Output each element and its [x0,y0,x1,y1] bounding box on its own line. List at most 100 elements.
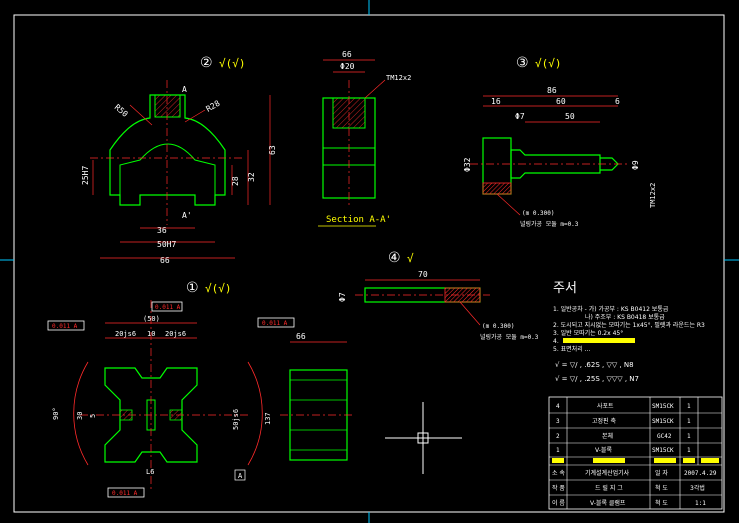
part-row-1-mat: SM15CK [652,403,674,410]
part-row-4-qty: 1 [687,447,691,454]
part-row-2-mat: SM15CK [652,418,674,425]
info-3a: 이 름 [552,499,565,507]
info-2a: 작 품 [552,485,565,492]
v3-dim-7: Φ7 [515,112,525,121]
note-4: 4. [553,338,559,345]
part-row-2-name: 고정핀 축 [592,417,616,425]
v4-dim-7: Φ7 [338,292,347,302]
dim-r50: R50 [113,103,130,119]
info-1d: 2007.4.29 [684,470,717,477]
section-a-a: 66 Φ20 TM12x2 Section A-A' [318,50,411,227]
v-block-side-view: 66 [280,332,355,461]
note-2: 2. 도시되고 지시없는 모따기는 1x45°, 필렛과 라운드는 R3 [553,321,705,329]
info-2d: 3각법 [690,484,705,492]
crosshair-cursor-icon [385,402,462,474]
part-row-1-qty: 1 [687,403,691,410]
dim-32: 32 [247,172,256,182]
info-2c: 척 도 [655,484,668,492]
v3-dim-6: 6 [615,97,620,106]
dim-25h7: 25H7 [81,166,90,185]
v3-dim-60: 60 [556,97,566,106]
v4-knurl-note-2: 널링가공 모듈 m=0.3 [480,333,539,341]
tol-bottom: 0.011 A [112,490,138,497]
info-1b: 기계설계산업기사 [585,469,630,477]
dim-66: 66 [160,256,170,265]
notes-title: 주서 [553,281,577,296]
note-4-highlight [563,338,635,343]
dim-50h7: 50H7 [157,240,176,249]
surface-finish-symbol: √(√) [219,57,246,70]
header-highlight-4 [683,458,695,463]
part-row-4-name: V-블록 [595,447,612,454]
header-highlight-2 [593,458,625,463]
part-row-3-no: 2 [556,433,560,440]
v4-dim-70: 70 [418,270,428,279]
header-highlight-3 [654,458,676,463]
dim-28: 28 [231,176,240,186]
v3-dim-9: Φ9 [631,160,640,170]
view-3-label: ③ [516,55,529,71]
title-block: 4 사포트 SM15CK 1 3 고정핀 축 SM15CK 1 2 본체 GC4… [548,396,723,510]
v1-dim-10: 10 [147,330,155,338]
note-1a: 1. 일반공차 - 가) 가공부 : KS B0412 보통급 [553,305,669,313]
part-row-2-no: 3 [556,418,560,425]
header-highlight-5 [701,458,719,463]
label-a: A [182,85,187,94]
side-dim-66: 66 [296,332,306,341]
header-highlight-1 [552,458,564,463]
v3-dim-32: Φ32 [463,157,472,172]
sec-dim-66: 66 [342,50,352,59]
svg-text:√(√): √(√) [219,57,246,70]
note-1b: 나) 주조부 : KS B0418 보통급 [585,313,665,321]
v3-dim-tm: TM12x2 [649,183,657,208]
notes-block: 주서 1. 일반공차 - 가) 가공부 : KS B0412 보통급 나) 주조… [553,281,705,383]
v1-dim-20b: 20js6 [165,330,186,338]
v1-dim-50: (50) [143,315,160,323]
v1-dim-5: 5 [89,414,97,418]
surface-symbol-2: √ = ▽/ , .25S , ▽▽▽ , N7 [555,375,639,383]
note-3: 3. 일반 모따기는 0.2x 45° [553,329,623,337]
v1-label-a: A [238,472,243,480]
info-3d: 1:1 [695,500,706,507]
v3-dim-86: 86 [547,86,557,95]
surface-symbol-1: √ = ▽/ , .62S , ▽▽ , N8 [555,361,634,369]
v4-knurl-note-1: (m 0.300) [482,323,515,330]
view-1-v-block: ① √(√) 0.011 A 0.011 A 0.011 A 0.011 A (… [47,280,295,498]
view-1-label: ① [186,280,199,296]
v1-dim-50js6: 50js6 [232,409,240,430]
part-row-1-name: 사포트 [597,402,614,410]
svg-text:√: √ [407,252,414,265]
part-row-4-no: 1 [556,447,560,454]
tol-left: 0.011 A [52,323,78,330]
svg-text:√(√): √(√) [535,57,562,70]
v3-dim-16: 16 [491,97,501,106]
dim-r28: R28 [205,99,222,114]
note-5: 5. 표면처리 ... [553,345,590,353]
v3-dim-50: 50 [565,112,575,121]
tol-right: 0.011 A [262,320,288,327]
dim-63: 63 [268,145,277,155]
view-2-label: ② [200,55,213,71]
v1-dim-l6: L6 [146,468,154,476]
sec-dim-tm: TM12x2 [386,74,411,82]
view-4-label: ④ [388,250,401,266]
part-row-1-no: 4 [556,403,560,410]
v1-dim-137: 137 [264,412,272,425]
part-row-3-mat: GC42 [657,433,672,440]
sec-dim-20: Φ20 [340,62,355,71]
v1-dim-20a: 20js6 [115,330,136,338]
part-row-3-qty: 1 [687,433,691,440]
info-2b: 드 릴 지 그 [595,484,623,492]
info-1c: 일 자 [655,469,668,477]
info-3b: V-블록 클램프 [590,500,626,507]
svg-text:√(√): √(√) [205,282,232,295]
v1-dim-90: 90° [52,407,60,420]
info-3c: 척 도 [655,499,668,507]
view-3-pin-shaft: ③ √(√) 86 16 60 6 Φ7 50 Φ32 Φ9 TM12x2 (m… [463,55,657,228]
part-row-3-name: 본체 [602,432,613,440]
label-a-prime: A' [182,211,192,220]
v1-dim-30: 30 [76,412,84,420]
part-row-2-qty: 1 [687,418,691,425]
